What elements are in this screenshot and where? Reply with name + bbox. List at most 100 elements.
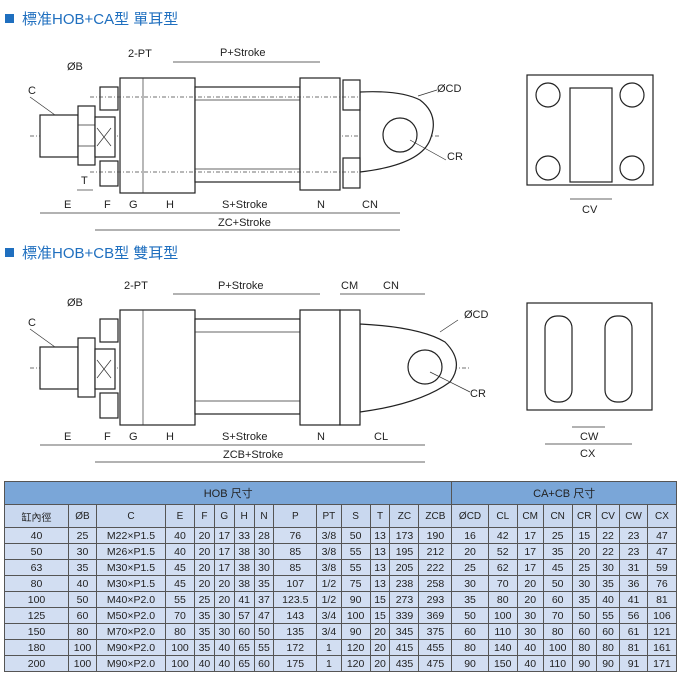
label-t: T bbox=[81, 175, 88, 187]
table-cell: 75 bbox=[340, 575, 371, 592]
table-cell: 25 bbox=[68, 527, 97, 544]
table-cell: 25 bbox=[194, 591, 215, 608]
end-view-cb: CW CX bbox=[526, 302, 653, 460]
table-cell: 40 bbox=[164, 527, 196, 544]
table-cell: 85 bbox=[273, 559, 318, 576]
table-cell: 22 bbox=[595, 543, 621, 560]
label-p-stroke: P+Stroke bbox=[218, 280, 264, 292]
group-header-cacb: CA+CB 尺寸 bbox=[451, 481, 677, 505]
table-cell: 171 bbox=[646, 655, 678, 672]
table-cell: 60 bbox=[595, 623, 621, 640]
table-cell: 17 bbox=[213, 559, 235, 576]
table-cell: 100 bbox=[487, 607, 518, 624]
table-cell: 120 bbox=[340, 655, 371, 672]
table-cell: 106 bbox=[646, 607, 678, 624]
table-cell: 35 bbox=[194, 607, 215, 624]
label-e: E bbox=[64, 431, 71, 443]
table-cell: 3/8 bbox=[316, 527, 342, 544]
table-cell: 100 bbox=[68, 639, 97, 656]
section-title-ca: 標准HOB+CA型 單耳型 bbox=[5, 8, 178, 29]
label-cn: CN bbox=[383, 280, 399, 292]
table-cell: 40 bbox=[164, 543, 196, 560]
label-cr: CR bbox=[470, 388, 486, 400]
label-f: F bbox=[104, 431, 111, 443]
table-cell: 345 bbox=[389, 623, 420, 640]
table-cell: 35 bbox=[451, 591, 489, 608]
table-cell: 30 bbox=[213, 607, 235, 624]
column-header: CM bbox=[516, 504, 544, 528]
column-header: ØCD bbox=[451, 504, 489, 528]
table-cell: M30×P1.5 bbox=[96, 559, 166, 576]
table-cell: 41 bbox=[619, 591, 648, 608]
table-cell: 80 bbox=[595, 639, 621, 656]
table-cell: 42 bbox=[487, 527, 518, 544]
table-cell: 61 bbox=[619, 623, 648, 640]
table-cell: 25 bbox=[571, 559, 597, 576]
table-cell: 200 bbox=[4, 655, 69, 672]
table-cell: 70 bbox=[164, 607, 196, 624]
table-cell: 38 bbox=[233, 543, 255, 560]
table-cell: 40 bbox=[516, 639, 544, 656]
table-cell: 80 bbox=[542, 623, 573, 640]
table-cell: 20 bbox=[194, 543, 215, 560]
table-cell: 76 bbox=[646, 575, 678, 592]
table-cell: 59 bbox=[646, 559, 678, 576]
table-cell: 47 bbox=[253, 607, 275, 624]
label-zc-stroke: ZC+Stroke bbox=[218, 217, 271, 229]
table-cell: 222 bbox=[418, 559, 453, 576]
table-cell: 35 bbox=[253, 575, 275, 592]
label-n: N bbox=[317, 431, 325, 443]
table-cell: 38 bbox=[233, 575, 255, 592]
table-cell: 35 bbox=[194, 623, 215, 640]
column-header: H bbox=[233, 504, 255, 528]
label-cm: CM bbox=[341, 280, 358, 292]
table-cell: 17 bbox=[213, 527, 235, 544]
label-n: N bbox=[317, 199, 325, 211]
table-cell: 339 bbox=[389, 607, 420, 624]
table-cell: 25 bbox=[451, 559, 489, 576]
table-cell: 60 bbox=[571, 623, 597, 640]
table-cell: 100 bbox=[164, 639, 196, 656]
table-cell: 35 bbox=[595, 575, 621, 592]
table-cell: 3/8 bbox=[316, 543, 342, 560]
table-cell: 143 bbox=[273, 607, 318, 624]
table-cell: 90 bbox=[451, 655, 489, 672]
table-cell: 205 bbox=[389, 559, 420, 576]
table-cell: M26×P1.5 bbox=[96, 543, 166, 560]
table-cell: 40 bbox=[68, 575, 97, 592]
column-header: CX bbox=[646, 504, 678, 528]
table-cell: 55 bbox=[340, 543, 371, 560]
table-cell: 15 bbox=[571, 527, 597, 544]
table-cell: 1 bbox=[316, 655, 342, 672]
table-cell: 100 bbox=[164, 655, 196, 672]
label-g: G bbox=[129, 431, 138, 443]
table-cell: 45 bbox=[542, 559, 573, 576]
table-cell: 110 bbox=[542, 655, 573, 672]
table-cell: 121 bbox=[646, 623, 678, 640]
table-cell: 62 bbox=[487, 559, 518, 576]
table-cell: 30 bbox=[516, 607, 544, 624]
label-pt: 2-PT bbox=[124, 280, 148, 292]
column-header: 缸內徑 bbox=[4, 504, 69, 528]
column-header: CW bbox=[619, 504, 648, 528]
table-cell: M30×P1.5 bbox=[96, 575, 166, 592]
table-cell: 20 bbox=[516, 575, 544, 592]
label-p-stroke: P+Stroke bbox=[220, 47, 266, 59]
table-cell: 50 bbox=[340, 527, 371, 544]
column-header: N bbox=[253, 504, 275, 528]
table-cell: 13 bbox=[369, 559, 391, 576]
table-cell: 375 bbox=[418, 623, 453, 640]
label-h: H bbox=[166, 431, 174, 443]
table-cell: 30 bbox=[451, 575, 489, 592]
section-title-text: 標准HOB+CA型 單耳型 bbox=[22, 11, 179, 28]
table-cell: 70 bbox=[487, 575, 518, 592]
table-cell: M50×P2.0 bbox=[96, 607, 166, 624]
table-cell: 63 bbox=[4, 559, 69, 576]
column-header: F bbox=[194, 504, 215, 528]
label-c: C bbox=[28, 85, 36, 97]
table-cell: 90 bbox=[340, 591, 371, 608]
